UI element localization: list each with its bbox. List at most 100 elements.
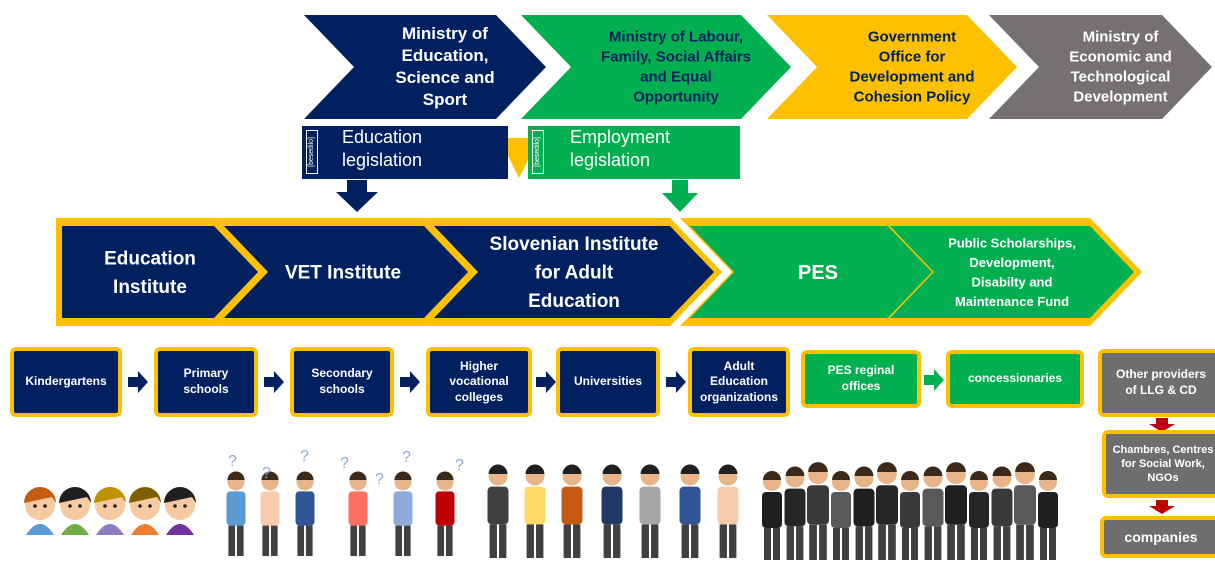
professional-figure [639, 464, 661, 558]
child-figure [94, 487, 126, 535]
businessperson-figure [991, 466, 1013, 560]
flow-arrow-right-5 [666, 371, 686, 393]
businessperson-figure [922, 466, 944, 560]
student-figure [435, 471, 455, 556]
other-providers-label: Other providers of LLG & CD [1115, 367, 1207, 397]
businessperson-figure [831, 471, 851, 560]
flow-arrow-down-1 [1149, 418, 1175, 432]
flow-arrow-right-green [924, 369, 944, 391]
question-mark: ? [228, 453, 237, 470]
education-legislation-box: [besedilo] Education legislation [302, 126, 508, 179]
confused-students-group: ??????? [226, 448, 464, 556]
public-fund-chevron: Public Scholarships,Development,Disabilt… [880, 218, 1142, 326]
student-figure [393, 471, 413, 556]
businessperson-figure [784, 466, 806, 560]
employment-legislation-line2: legislation [570, 149, 651, 170]
businessperson-figure [900, 471, 920, 560]
higher-vocational-colleges-box: Higher vocational colleges [426, 347, 532, 417]
kindergartens-label: Kindergartens [25, 374, 107, 389]
concessionaries-box: concessionaries [946, 350, 1084, 408]
businessperson-figure [762, 471, 782, 560]
child-figure [164, 487, 196, 535]
flow-arrow-right-3 [400, 371, 420, 393]
kindergartens-box: Kindergartens [10, 347, 122, 417]
pes-chevron: PES [680, 218, 942, 326]
children-group [24, 487, 196, 535]
businessperson-figure [945, 462, 967, 560]
pes-regional-offices-label: PES reginal offices [827, 363, 895, 393]
question-mark: ? [402, 449, 411, 466]
professional-figure [679, 464, 701, 558]
student-figure [295, 471, 315, 556]
vet-institute-chevron: VET Institute [214, 218, 476, 326]
student-figure [348, 471, 368, 556]
companies-box: companies [1100, 516, 1215, 558]
besedilo-tag: [besedilo] [306, 130, 318, 174]
secondary-schools-label: Secondary schools [311, 366, 373, 396]
besedilo-tag: [besedilo] [532, 130, 544, 174]
question-mark: ? [375, 471, 384, 488]
education-legislation-line2: legislation [342, 149, 423, 170]
primary-schools-label: Primary schools [183, 366, 229, 396]
ministry-labour-chevron: Ministry of Labour,Family, Social Affair… [521, 15, 791, 119]
child-figure [129, 487, 161, 535]
flow-arrow-right-1 [128, 371, 148, 393]
adult-education-organizations-label: Adult Education organizations [699, 358, 778, 404]
ministry-labour-chevron-label: Ministry of Labour,Family, Social Affair… [601, 28, 751, 105]
young-professionals-group [487, 464, 739, 558]
employment-legislation-line1: Employment [570, 127, 671, 147]
chambres-ngos-box: Chambres, Centres for Social Work, NGOs [1102, 430, 1215, 498]
businessperson-figure [1038, 471, 1058, 560]
vet-institute-chevron-label: VET Institute [285, 263, 401, 284]
other-providers-box: Other providers of LLG & CD [1098, 349, 1215, 417]
professional-figure [601, 464, 623, 558]
child-figure [24, 487, 56, 535]
down-arrow-employment [662, 180, 698, 212]
businessperson-figure [969, 471, 989, 560]
adult-education-organizations-box: Adult Education organizations [688, 347, 790, 417]
flow-arrow-right-4 [536, 371, 556, 393]
student-figure [260, 471, 280, 556]
businessperson-figure [1014, 462, 1036, 560]
pes-chevron-label: PES [798, 262, 838, 284]
businessperson-figure [853, 466, 875, 560]
secondary-schools-box: Secondary schools [290, 347, 394, 417]
universities-label: Universities [573, 374, 643, 389]
chambres-ngos-label: Chambres, Centres for Social Work, NGOs [1112, 443, 1214, 485]
professional-figure [524, 464, 546, 558]
question-mark: ? [340, 455, 349, 472]
child-figure [59, 487, 91, 535]
question-mark: ? [300, 448, 309, 465]
employment-legislation-box: [besedilo] Employment legislation [528, 126, 740, 179]
question-mark: ? [262, 465, 271, 482]
flow-arrow-right-2 [264, 371, 284, 393]
businessperson-figure [807, 462, 829, 560]
question-mark: ? [455, 457, 464, 474]
primary-schools-box: Primary schools [154, 347, 258, 417]
down-arrow-education [336, 180, 378, 212]
pes-regional-offices-box: PES reginal offices [801, 350, 921, 408]
public-fund-chevron-label: Public Scholarships,Development,Disabilt… [948, 235, 1076, 308]
professional-figure [561, 464, 583, 558]
companies-label: companies [1124, 528, 1198, 545]
flow-arrow-down-2 [1149, 500, 1175, 514]
universities-box: Universities [556, 347, 660, 417]
concessionaries-label: concessionaries [967, 371, 1063, 386]
student-figure [226, 471, 246, 556]
professional-figure [487, 464, 509, 558]
professional-figure [717, 464, 739, 558]
education-legislation-line1: Education [342, 127, 423, 147]
businessperson-figure [876, 462, 898, 560]
higher-vocational-colleges-label: Higher vocational colleges [449, 358, 509, 404]
